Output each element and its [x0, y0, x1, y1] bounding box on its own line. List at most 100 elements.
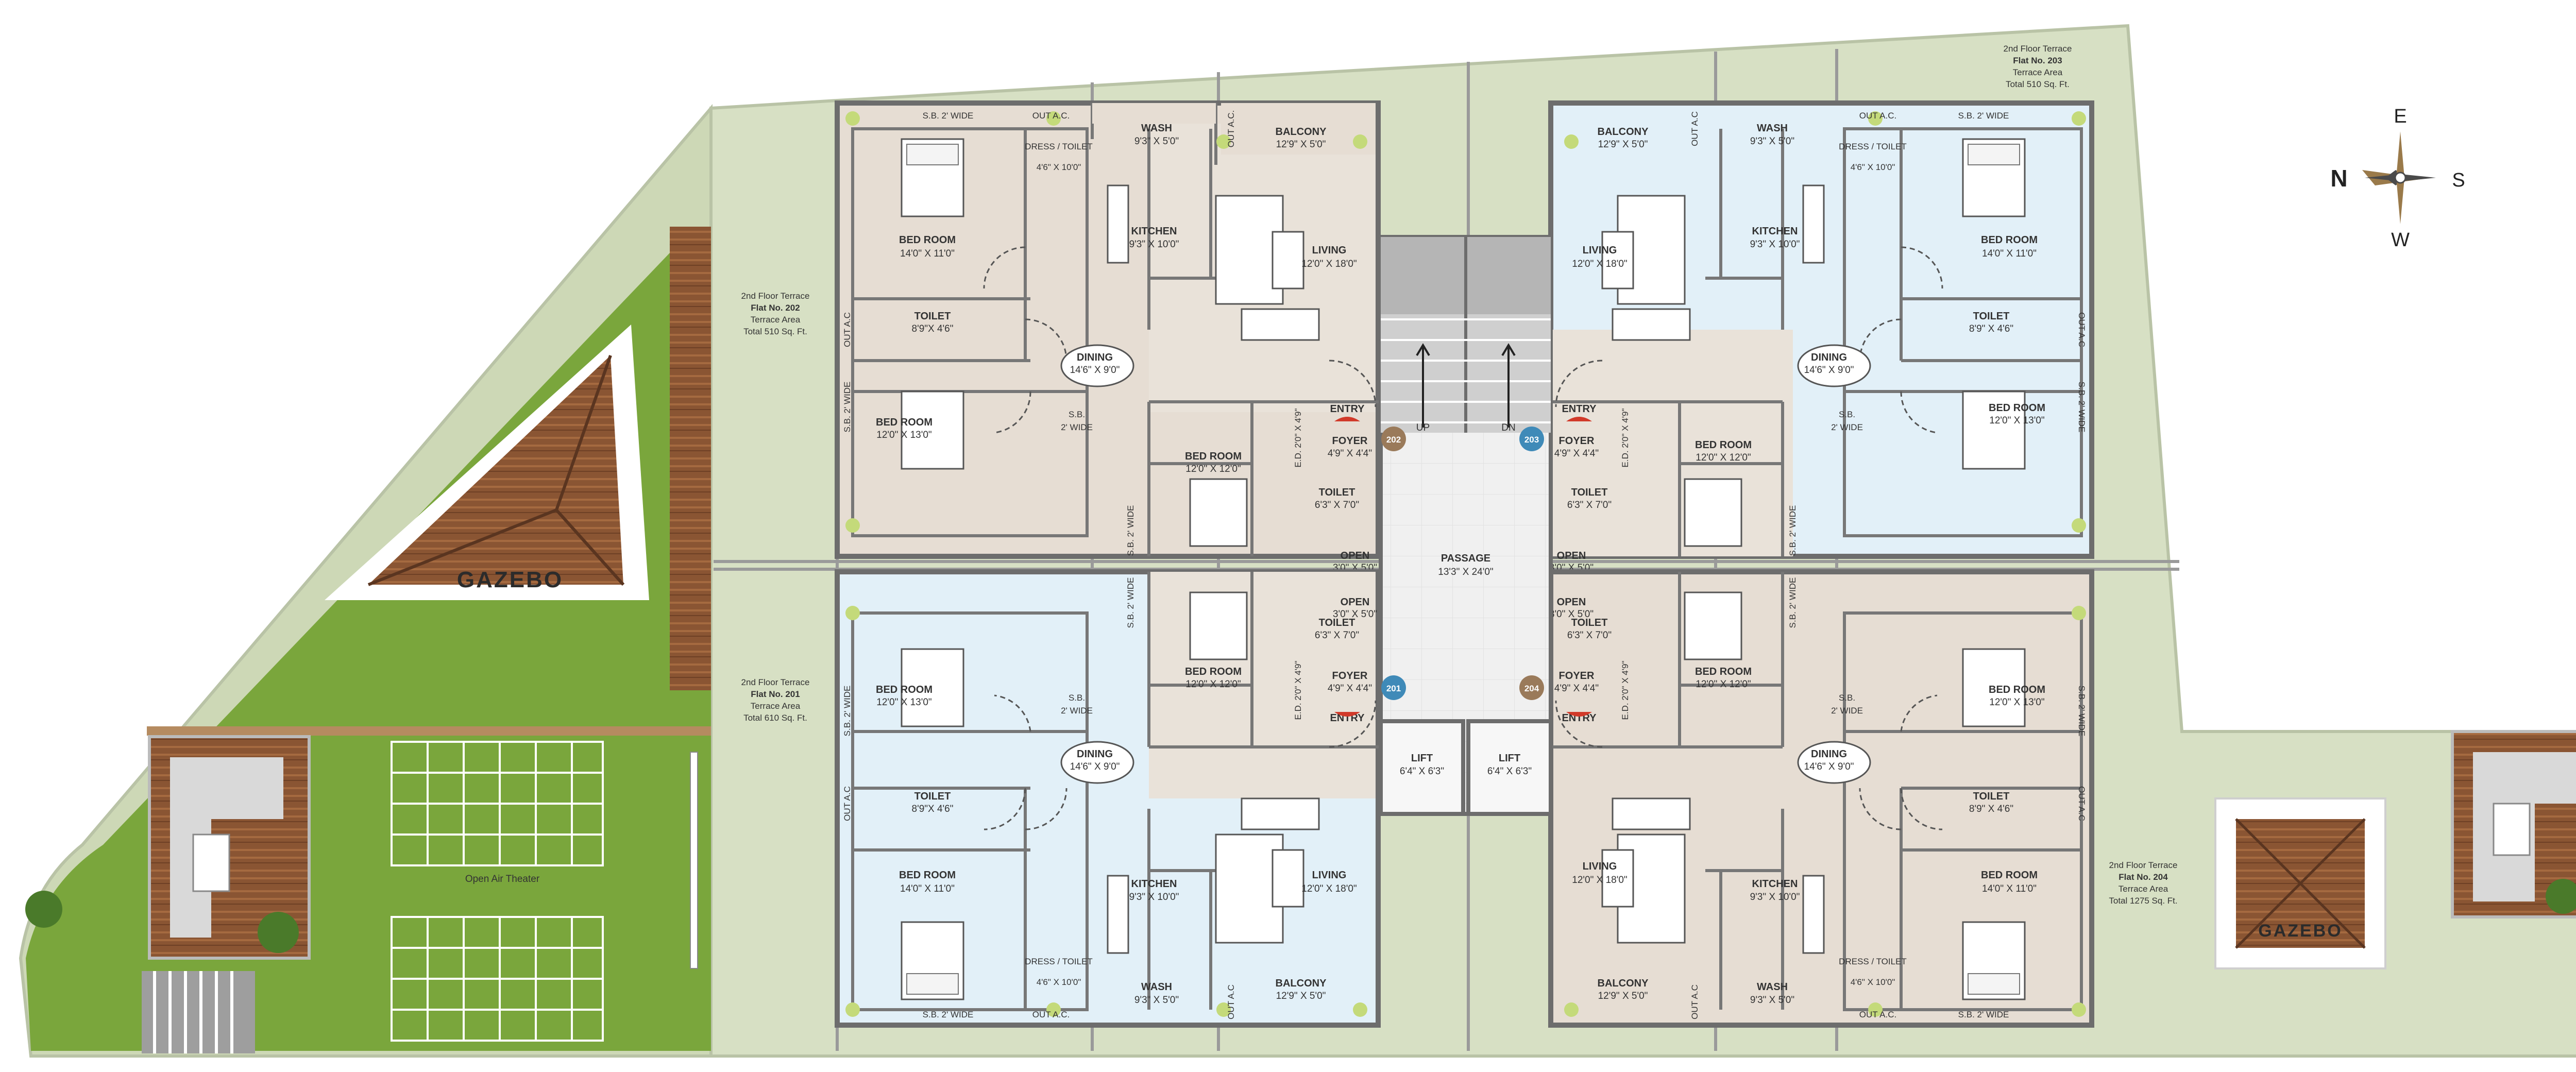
flat203-sb-side: S.B. 2' WIDE [2077, 382, 2087, 433]
theater-screen [690, 752, 698, 969]
flat204-dress-name: DRESS / TOILET [1839, 957, 1907, 966]
flat202-toilet1-dim: 8'9"X 4'6" [912, 324, 954, 334]
flat202-wash-name: WASH [1141, 123, 1172, 134]
flat201-ed: E.D. 2'0" X 4'9" [1293, 661, 1303, 720]
flat-badge-201: 201 [1381, 675, 1406, 700]
svg-text:2nd Floor Terrace: 2nd Floor Terrace [2004, 44, 2072, 54]
flat203-bed2-dim: 12'0" X 13'0" [1989, 415, 2044, 426]
flat201-bed2-dim: 12'0" X 13'0" [876, 697, 931, 708]
flat204-entry: ENTRY [1562, 712, 1597, 724]
flat203-wash-name: WASH [1757, 123, 1788, 134]
flat201-foyer-dim: 4'9" X 4'4" [1328, 683, 1372, 694]
flat203-balcony-name: BALCONY [1598, 126, 1649, 138]
flat204-living-name: LIVING [1583, 861, 1617, 872]
lift-2 [1466, 719, 1553, 816]
flat201-wash-dim: 9'3" X 5'0" [1134, 995, 1179, 1006]
svg-text:Flat No. 203: Flat No. 203 [2013, 56, 2062, 65]
flat-203: BALCONY 12'9" X 5'0" OUT A.C WASH 9'3" X… [1546, 100, 2094, 573]
flat202-toilet2-dim: 6'3" X 7'0" [1315, 500, 1359, 511]
flat202-foyer-dim: 4'9" X 4'4" [1328, 448, 1372, 459]
flat203-living-name: LIVING [1583, 245, 1617, 256]
flat201-toilet1-name: TOILET [914, 791, 951, 802]
flat201-bed1-name: BED ROOM [899, 870, 956, 881]
svg-text:202: 202 [1386, 435, 1401, 445]
flat204-dining-name: DINING [1811, 748, 1847, 760]
flat202-ed: E.D. 2'0" X 4'9" [1293, 409, 1303, 468]
flat-204: OPEN 3'0" X 5'0" TOILET 6'3" X 7'0" S.B.… [1548, 569, 2094, 1028]
flat201-bed3-name: BED ROOM [1185, 666, 1242, 677]
flat203-kitchen-dim: 9'3" X 10'0" [1750, 239, 1800, 250]
flat204-sb-vert: S.B. 2' WIDE [1788, 577, 1798, 628]
flat203-bed1-dim: 14'0" X 11'0" [1982, 248, 2037, 259]
lift-1 [1379, 719, 1465, 816]
lift2-name: LIFT [1499, 753, 1520, 764]
flat202-dining-dim: 14'6" X 9'0" [1070, 365, 1120, 376]
flat203-toilet2-dim: 6'3" X 7'0" [1567, 500, 1612, 511]
flat202-wash-dim: 9'3" X 5'0" [1134, 136, 1179, 147]
flat202-dress-dim: 4'6" X 10'0" [1037, 162, 1081, 172]
flat203-sb-top: S.B. 2' WIDE [1958, 111, 2009, 121]
flat201-dress-dim: 4'6" X 10'0" [1037, 977, 1081, 987]
flat201-dress-name: DRESS / TOILET [1025, 957, 1093, 966]
flat204-out-ac-bottom: OUT A.C. [1859, 1010, 1896, 1019]
lift2-dim: 6'4" X 6'3" [1487, 766, 1532, 777]
flat203-dining-name: DINING [1811, 352, 1847, 363]
flat204-bed3-dim: 12'0" X 12'0" [1696, 679, 1751, 690]
svg-text:204: 204 [1524, 684, 1539, 693]
central-core: UP DN PASSAGE 13'3" X 24'0" 202 203 201 … [1379, 235, 1553, 816]
flat201-toilet2-dim: 6'3" X 7'0" [1315, 630, 1359, 641]
flat202-bed3-name: BED ROOM [1185, 451, 1242, 462]
svg-text:Total 510 Sq. Ft.: Total 510 Sq. Ft. [743, 327, 807, 336]
flat202-toilet1-name: TOILET [914, 311, 951, 322]
svg-text:Terrace Area: Terrace Area [751, 701, 801, 711]
flat201-toilet2-name: TOILET [1319, 617, 1355, 628]
gazebo-right-label: GAZEBO [2258, 921, 2342, 941]
flat-badge-202: 202 [1381, 427, 1406, 451]
flat203-bed2-name: BED ROOM [1989, 402, 2045, 414]
flat201-balcony-name: BALCONY [1276, 978, 1327, 989]
flat203-sb-mid-1: S.B. [1839, 410, 1855, 419]
flat204-sb-bottom: S.B. 2' WIDE [1958, 1010, 2009, 1019]
svg-text:Terrace Area: Terrace Area [2013, 67, 2063, 77]
terrace-label-203: 2nd Floor Terrace Flat No. 203 Terrace A… [2004, 44, 2072, 89]
flat202-out-ac-wash: OUT A.C. [1226, 110, 1236, 147]
lift1-name: LIFT [1411, 753, 1433, 764]
flat204-out-ac-wash: OUT A.C [1690, 984, 1700, 1019]
flat201-sb-bottom: S.B. 2' WIDE [923, 1010, 974, 1019]
passage-name: PASSAGE [1441, 553, 1490, 564]
flat204-toilet1-name: TOILET [1973, 791, 2010, 802]
flat203-out-ac-side: OUT A.C [2077, 312, 2087, 347]
flat203-toilet1-name: TOILET [1973, 311, 2010, 322]
flat202-foyer-name: FOYER [1332, 435, 1368, 447]
flat204-toilet2-name: TOILET [1571, 617, 1608, 628]
flat201-dining-dim: 14'6" X 9'0" [1070, 761, 1120, 772]
svg-text:Total 610 Sq. Ft.: Total 610 Sq. Ft. [743, 713, 807, 723]
lift1-dim: 6'4" X 6'3" [1400, 766, 1444, 777]
flat201-dining-name: DINING [1077, 748, 1113, 760]
flat203-dress-name: DRESS / TOILET [1839, 142, 1907, 151]
flat201-sb-mid-2: 2' WIDE [1061, 706, 1093, 716]
flat203-bed3-name: BED ROOM [1695, 439, 1752, 451]
flat203-dining-dim: 14'6" X 9'0" [1804, 365, 1854, 376]
flat204-toilet1-dim: 8'9" X 4'6" [1969, 804, 2013, 814]
flat202-sb-side: S.B. 2' WIDE [842, 382, 852, 433]
flat203-foyer-dim: 4'9" X 4'4" [1554, 448, 1599, 459]
flat204-out-ac-side: OUT A.C [2077, 786, 2087, 821]
flat202-kitchen-dim: 9'3" X 10'0" [1129, 239, 1179, 250]
flat-202: S.B. 2' WIDE OUT A.C. WASH 9'3" X 5'0" O… [835, 100, 1381, 573]
flat202-sb-top: S.B. 2' WIDE [923, 111, 974, 121]
flat204-kitchen-dim: 9'3" X 10'0" [1750, 892, 1800, 903]
flat204-living-dim: 12'0" X 18'0" [1572, 875, 1627, 886]
svg-text:Terrace Area: Terrace Area [751, 315, 801, 325]
flat202-out-ac-side: OUT A.C [842, 312, 852, 347]
svg-text:2nd Floor Terrace: 2nd Floor Terrace [741, 677, 810, 687]
flat204-dress-dim: 4'6" X 10'0" [1851, 977, 1895, 987]
flat201-foyer-name: FOYER [1332, 670, 1368, 682]
flat201-entry: ENTRY [1330, 712, 1365, 724]
flat202-sb-mid-1: S.B. [1069, 410, 1085, 419]
flat202-bed1-name: BED ROOM [899, 234, 956, 246]
gazebo-left-label: GAZEBO [457, 567, 563, 592]
flat202-living-dim: 12'0" X 18'0" [1301, 259, 1357, 269]
flat203-ed: E.D. 2'0" X 4'9" [1620, 409, 1630, 468]
